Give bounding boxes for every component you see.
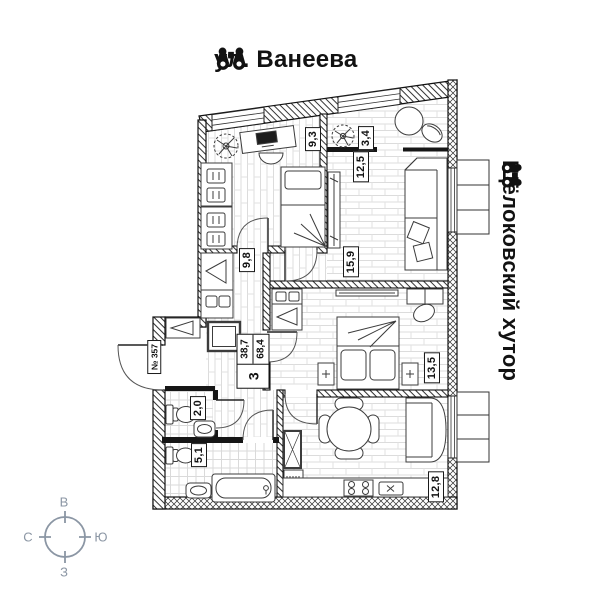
floor-vestibule (270, 253, 327, 281)
street-label-top: ул. Ванеева (214, 46, 357, 74)
desk-chair-icon (258, 152, 284, 165)
round-table-icon (394, 106, 424, 136)
total-area-value: 68,4 (255, 339, 266, 359)
wall-left-lower-b (152, 389, 166, 510)
wardrobe-hanger-icon (271, 303, 303, 331)
shelving-unit-icon (200, 206, 233, 250)
balcony-block-lower (456, 391, 490, 463)
double-bed-icon (336, 316, 400, 390)
window-balcony-top (337, 87, 401, 114)
nightstand-icon (401, 362, 419, 386)
apartment-number-label: № 357 (147, 339, 161, 375)
compass-north-label: С (23, 529, 33, 545)
door-kitchen (284, 393, 318, 425)
door-wc (215, 399, 245, 429)
area-label-bathroom: 5,1 (191, 442, 207, 468)
exterior-balcony-blocks (456, 159, 490, 463)
area-label-living-upper: 12,5 (353, 151, 369, 183)
floor-balcony (327, 94, 450, 150)
street-label-right: Щёлоковский хутор (497, 160, 523, 381)
wall-hall-top-b (267, 245, 286, 254)
floor-corridor (213, 390, 277, 437)
wardrobe-unit-icon (200, 289, 234, 319)
window-bedroom-top (211, 106, 265, 132)
wall-wc-right-b (213, 430, 218, 439)
wardrobe-hanger-icon (165, 317, 201, 339)
wall-bath-top-b (273, 437, 279, 443)
dining-table-icon (326, 406, 372, 452)
corner-sofa-icon (404, 157, 448, 271)
partition-walls (162, 147, 448, 443)
dresser-icon (406, 288, 444, 305)
balcony-block-upper (456, 159, 490, 235)
binoculars-icon (501, 162, 522, 188)
wardrobe-unit-icon (271, 288, 303, 305)
compass-south-label: Ю (94, 529, 108, 545)
door-bedroom-right (266, 331, 298, 363)
toilet-icon (165, 446, 195, 465)
plant-icon (213, 133, 239, 159)
wall-bath-top-a (162, 437, 243, 443)
desk-icon (239, 125, 297, 154)
street-name-right: Щёлоковский хутор (498, 160, 523, 382)
chair-icon (421, 123, 443, 143)
fridge-icon (283, 430, 302, 469)
windows (211, 87, 458, 459)
wall-wc-top (165, 386, 215, 391)
door-bathroom (242, 409, 274, 441)
window-living-right (447, 167, 458, 233)
sink-icon (185, 482, 212, 499)
single-bed-icon (280, 166, 326, 248)
wall-balcony-partition-b (403, 147, 448, 152)
door-living (284, 249, 318, 282)
kitchen-counter-icon (282, 477, 449, 498)
wardrobe-hanger-icon (200, 252, 234, 291)
area-label-wc: 2,0 (190, 395, 206, 421)
bathtub-icon (211, 473, 276, 503)
area-label-hallway: 9,8 (239, 247, 255, 273)
area-label-kitchen: 12,8 (428, 471, 444, 503)
sink-icon (193, 420, 216, 438)
chair-icon (413, 303, 435, 323)
area-label-living: 15,9 (343, 246, 359, 278)
wall-balcony-partition-a (327, 147, 377, 152)
plant-icon (331, 124, 355, 148)
area-label-balcony: 3,4 (358, 125, 374, 151)
shelving-unit-icon (200, 162, 233, 207)
shoe-cabinet-icon (206, 320, 242, 353)
wall-bedroom-kitchen-b (316, 389, 449, 398)
wall-hall-bedroom-a (262, 252, 271, 331)
wall-bottom (152, 496, 458, 510)
compass-west-label: З (60, 564, 68, 580)
door-bedroom-top-left (236, 217, 269, 250)
rooms-count: 3 (237, 363, 269, 388)
nightstand-icon (317, 362, 335, 386)
furniture (165, 106, 449, 503)
area-label-bedroom-right: 13,5 (424, 352, 440, 384)
wardrobe-sliding-icon (327, 171, 341, 249)
area-label-bedroom-top-left: 9,3 (305, 126, 321, 152)
window-kitchen-right (447, 395, 458, 459)
wall-living-bedroom-divider (262, 280, 449, 289)
compass-east-label: В (59, 494, 69, 510)
doors (117, 217, 318, 441)
binoculars-icon (216, 47, 246, 70)
kitchen-sofa-icon (405, 397, 447, 463)
wall-kitchen-west (276, 389, 284, 498)
kitchen-sink-icon (378, 481, 404, 496)
stove-icon (343, 479, 374, 497)
apartment-info-box: 3 38,7 68,4 (236, 333, 270, 389)
compass-dial-icon (39, 511, 91, 563)
wall-wc-right-a (213, 390, 218, 400)
living-area-value: 38,7 (237, 334, 254, 364)
wall-shelf-icon (335, 289, 399, 297)
